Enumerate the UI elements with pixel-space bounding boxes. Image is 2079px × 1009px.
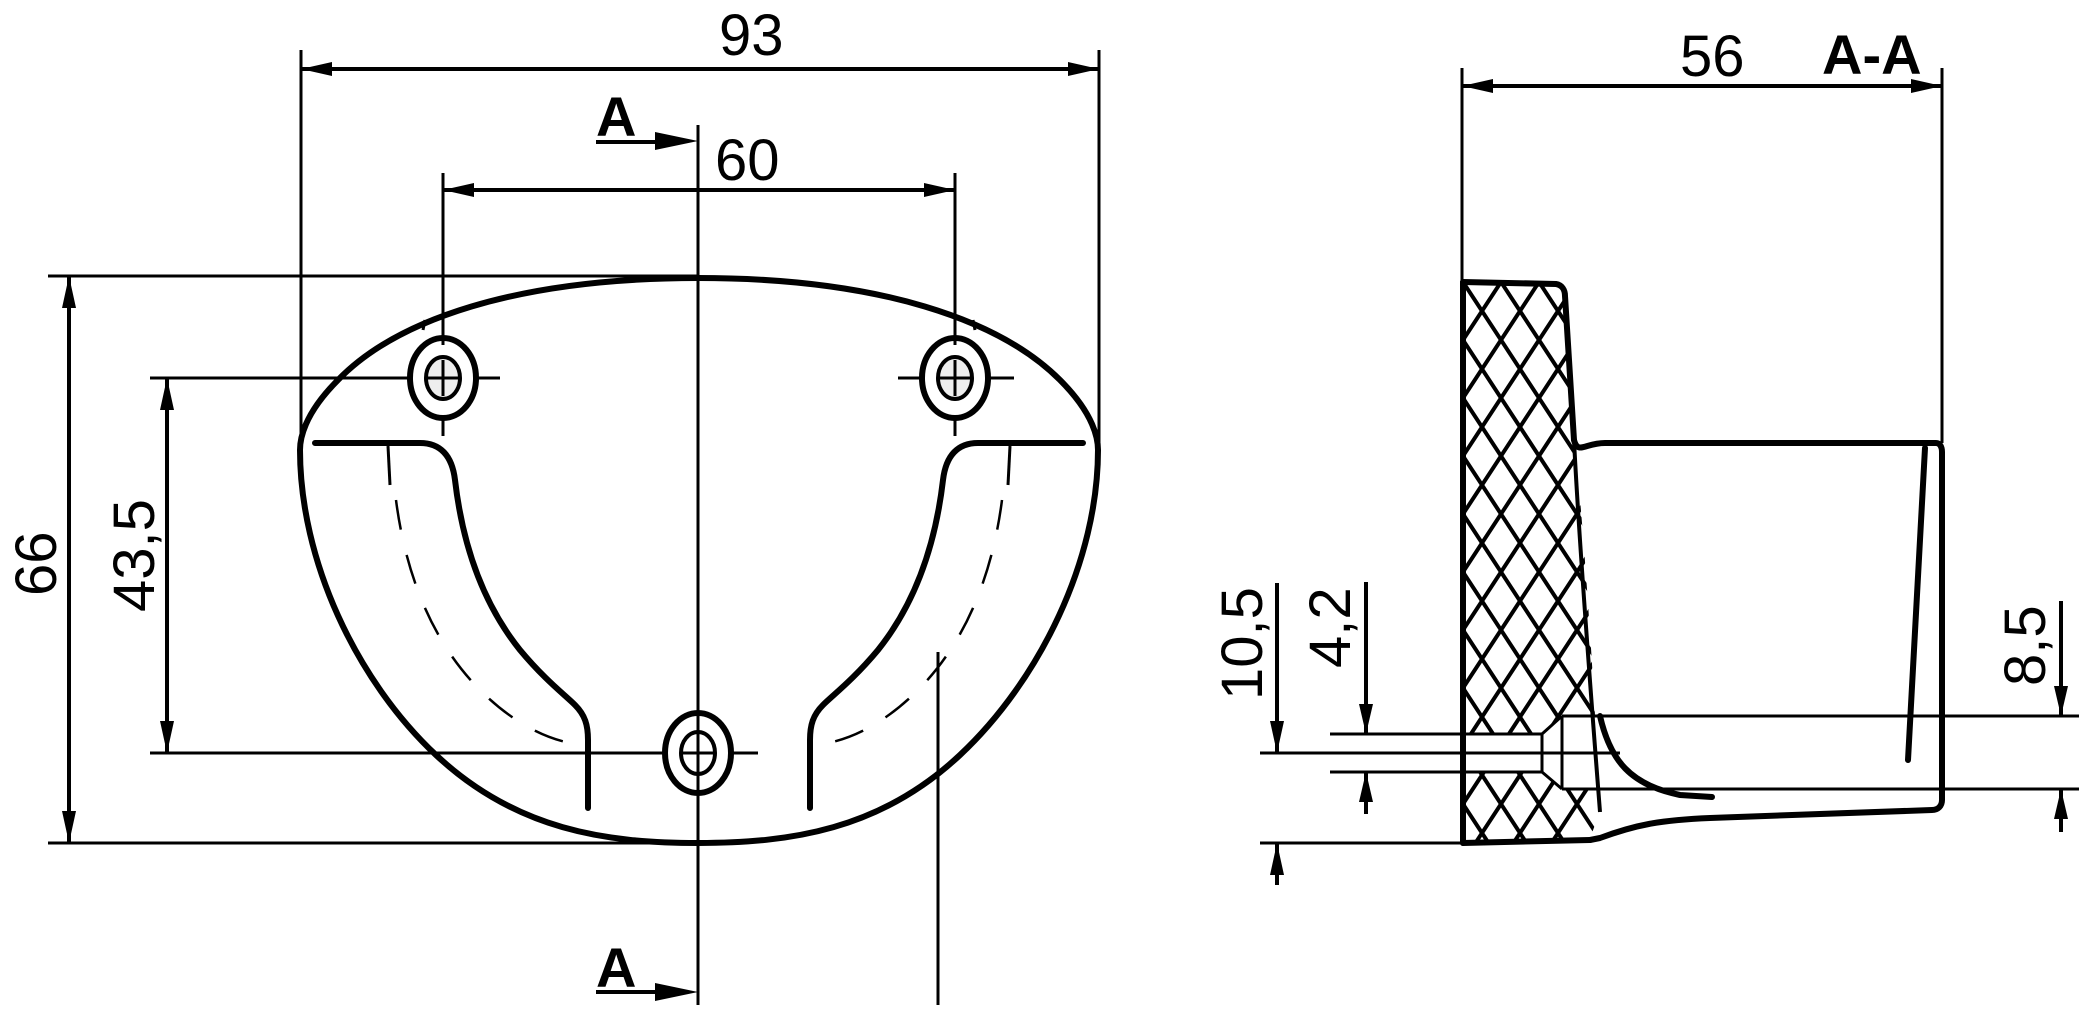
left-slot-dashed-path: [394, 499, 591, 747]
dim-counterbore: 8,5: [1993, 601, 2068, 832]
dim-depth: 56 A-A: [1460, 23, 1944, 443]
mounting-hole-right: [898, 320, 1014, 436]
hatched-wall: [1463, 282, 1600, 843]
section-hole: [1260, 714, 2079, 791]
section-letter-bottom: A: [596, 936, 636, 999]
right-slot-outline: [807, 440, 1086, 811]
dim-4-2-label: 4,2: [1298, 587, 1363, 668]
dim-43-5-label: 43,5: [102, 499, 167, 612]
section-view: 56 A-A: [1210, 23, 2079, 885]
dim-hole-vertical-spacing: 43,5: [102, 376, 664, 755]
dim-8-5-label: 8,5: [1993, 605, 2058, 686]
dim-56-label: 56: [1680, 24, 1745, 89]
section-title: A-A: [1822, 23, 1922, 86]
dim-10-5-label: 10,5: [1210, 587, 1275, 700]
dim-hole-diameter: 4,2: [1298, 582, 1373, 814]
section-marker-bottom: A: [596, 936, 698, 1001]
dim-overall-height: 66: [4, 274, 698, 845]
mounting-hole-bottom: [662, 710, 758, 796]
section-marker-top: A: [596, 85, 698, 150]
dim-hole-spacing: 60: [441, 128, 957, 345]
dim-60-label: 60: [715, 128, 780, 193]
dim-hole-offset: 10,5: [1210, 583, 1463, 885]
outer-contour: [297, 275, 1101, 846]
shelf-outline: [1571, 437, 1945, 843]
dim-93-label: 93: [719, 3, 784, 68]
section-letter-top: A: [596, 85, 636, 148]
right-slot-dashed-path: [807, 499, 1004, 747]
front-view: 93 60 A 66: [4, 3, 1101, 1005]
left-slot-outline: [312, 440, 591, 811]
dim-overall-width: 93: [299, 3, 1101, 443]
mounting-hole-left: [400, 320, 500, 436]
wall-outline: [1460, 279, 1577, 443]
dim-66-label: 66: [4, 531, 69, 596]
